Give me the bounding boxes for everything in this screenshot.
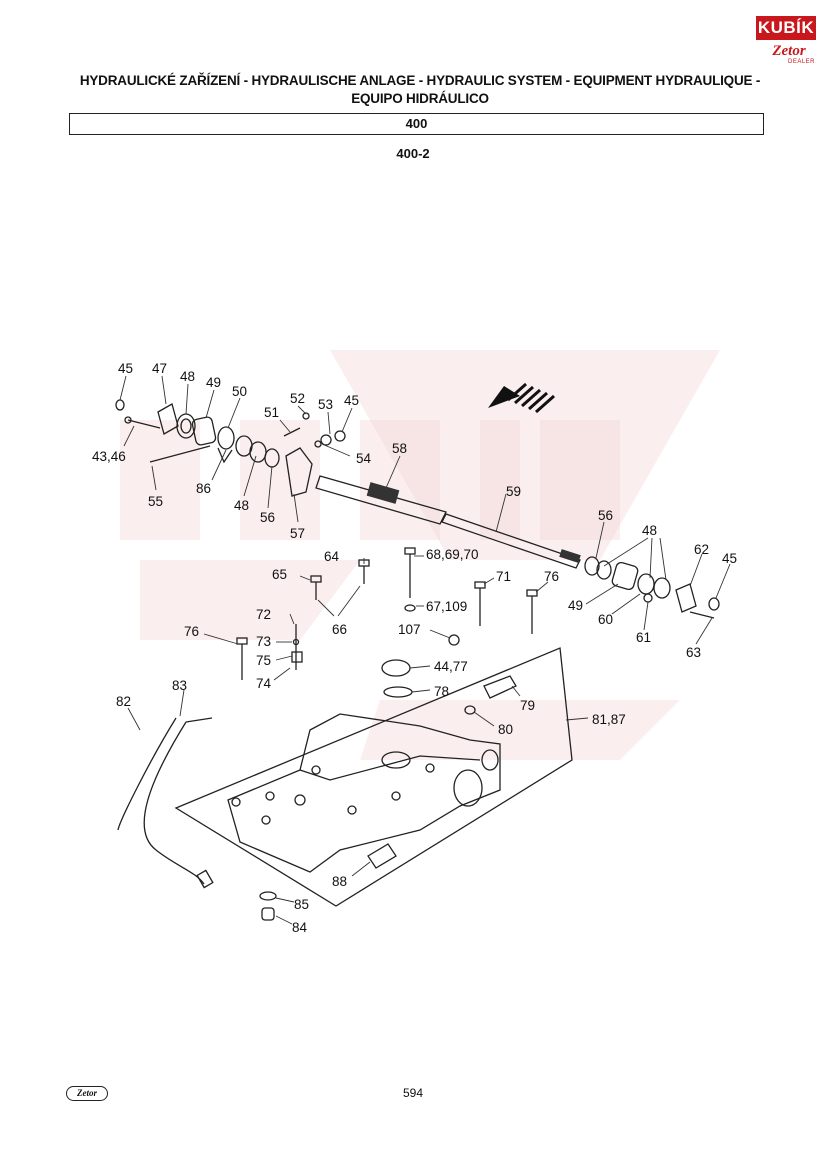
callout-45b: 45	[344, 393, 359, 408]
callout-81-87: 81,87	[592, 712, 626, 727]
callout-75: 75	[256, 653, 271, 668]
subgroup-code: 400-2	[396, 146, 430, 161]
dealer-label: DEALER	[788, 59, 816, 65]
callout-48c: 48	[642, 523, 657, 538]
callout-55: 55	[148, 494, 163, 509]
callout-67-109: 67,109	[426, 599, 467, 614]
callout-64: 64	[324, 549, 340, 564]
callout-52: 52	[290, 391, 305, 406]
callout-76b: 76	[184, 624, 199, 639]
upper-left-parts	[115, 399, 346, 497]
page-title-line-1: HYDRAULICKÉ ZAŘÍZENÍ - HYDRAULISCHE ANLA…	[79, 73, 761, 88]
callout-48: 48	[180, 369, 195, 384]
callout-59: 59	[506, 484, 521, 499]
callout-107: 107	[398, 622, 421, 637]
callout-62: 62	[694, 542, 709, 557]
callout-80: 80	[498, 722, 513, 737]
callout-82: 82	[116, 694, 131, 709]
callout-65: 65	[272, 567, 287, 582]
callout-72: 72	[256, 607, 271, 622]
shaft	[315, 475, 581, 569]
callout-73: 73	[256, 634, 271, 649]
callout-79: 79	[520, 698, 535, 713]
page-number: 594	[402, 1086, 424, 1100]
callout-labels: 45 47 48 49 50 52 53 45 51 43,46 54 58 8…	[92, 361, 737, 935]
direction-arrow	[488, 382, 555, 414]
callout-57: 57	[290, 526, 305, 541]
callout-48b: 48	[234, 498, 249, 513]
callout-53: 53	[318, 397, 333, 412]
callout-44-77: 44,77	[434, 659, 468, 674]
callout-56: 56	[260, 510, 275, 525]
callout-85: 85	[294, 897, 309, 912]
leader-lines	[119, 375, 731, 925]
footer-zetor-logo: Zetor	[66, 1086, 108, 1101]
callout-51: 51	[264, 405, 279, 420]
callout-68-69-70: 68,69,70	[426, 547, 479, 562]
callout-78: 78	[434, 684, 449, 699]
callout-43-46: 43,46	[92, 449, 126, 464]
group-code-box: 400	[69, 113, 764, 135]
callout-56b: 56	[598, 508, 613, 523]
callout-45c: 45	[722, 551, 737, 566]
callout-60: 60	[598, 612, 613, 627]
callout-76: 76	[544, 569, 559, 584]
callout-61: 61	[636, 630, 651, 645]
hoses	[117, 717, 277, 921]
callout-49: 49	[206, 375, 221, 390]
callout-54: 54	[356, 451, 372, 466]
callout-86: 86	[196, 481, 211, 496]
callout-84: 84	[292, 920, 308, 935]
bolts	[236, 547, 538, 680]
callout-50: 50	[232, 384, 247, 399]
callout-83: 83	[172, 678, 187, 693]
callout-45: 45	[118, 361, 133, 376]
callout-88: 88	[332, 874, 347, 889]
kubik-logo: KUBÍK	[756, 16, 816, 40]
zetor-logo: Zetor	[772, 43, 806, 59]
callout-66: 66	[332, 622, 347, 637]
callout-74: 74	[256, 676, 272, 691]
callout-71: 71	[496, 569, 511, 584]
upper-right-parts	[584, 556, 720, 619]
kubik-watermark	[120, 350, 720, 760]
callout-58: 58	[392, 441, 407, 456]
callout-49b: 49	[568, 598, 583, 613]
callout-63: 63	[686, 645, 701, 660]
hydraulic-housing	[174, 647, 573, 907]
callout-47: 47	[152, 361, 167, 376]
page-title-line-2: EQUIPO HIDRÁULICO	[351, 91, 489, 106]
